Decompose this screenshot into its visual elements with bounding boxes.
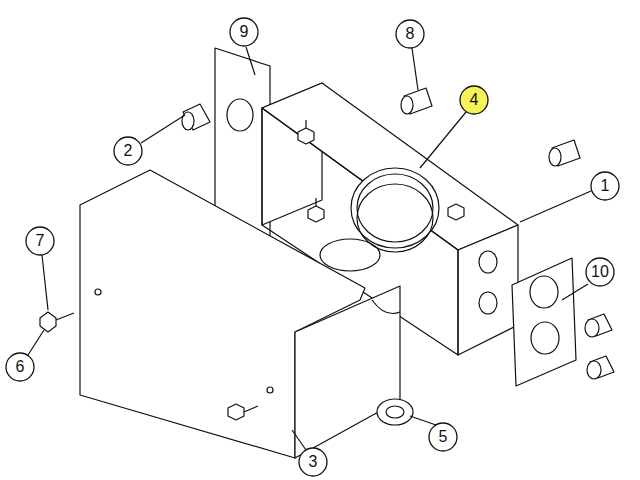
button-face: [587, 361, 601, 379]
leader-line: [141, 115, 185, 143]
leader-line: [562, 284, 588, 300]
callout-number: 7: [26, 231, 54, 251]
callout-number: 6: [6, 357, 34, 377]
gasket-hole: [530, 276, 558, 308]
button-face: [585, 319, 599, 337]
cover-flange: [295, 286, 400, 458]
leader-lines: [28, 47, 591, 450]
plate-hole: [227, 99, 253, 131]
leader-line: [420, 112, 466, 168]
callout-circle: [6, 353, 34, 381]
callout-circle: [26, 227, 54, 255]
callout-circle: [114, 137, 142, 165]
screw-head: [40, 312, 56, 332]
gasket: [512, 258, 576, 386]
box-hole: [479, 251, 497, 273]
leader-line: [520, 191, 591, 222]
callout-circle: [586, 258, 614, 286]
callout-number: 2: [114, 141, 142, 161]
callout-number: 4: [460, 90, 488, 110]
callout-circle: [299, 448, 327, 476]
callout-circles: [6, 18, 619, 476]
screw-shank: [56, 313, 74, 320]
leader-line: [42, 255, 48, 310]
grommet: [377, 399, 413, 425]
callout-circle: [460, 86, 488, 114]
grommet-hole: [386, 406, 404, 418]
leader-line: [292, 430, 306, 450]
callout-number: 5: [429, 427, 457, 447]
leader-line: [410, 416, 436, 425]
callout-number: 1: [591, 176, 619, 196]
screw: [228, 404, 258, 420]
callout-circle: [230, 18, 258, 46]
leader-line: [246, 47, 255, 75]
box-top: [262, 83, 518, 250]
callout-number: 8: [396, 24, 424, 44]
ring: [351, 168, 439, 248]
callout-circle: [429, 423, 457, 451]
cover-notch: [372, 300, 400, 314]
box-hole: [479, 292, 497, 314]
bushing-end: [401, 96, 413, 114]
leader-line: [412, 48, 418, 90]
cover-hole: [267, 387, 273, 393]
ring-inner: [357, 184, 433, 252]
bushing: [183, 104, 210, 130]
cover-hole: [95, 289, 101, 295]
callout-circle: [396, 20, 424, 48]
leader-line: [28, 330, 44, 355]
callout-number: 3: [299, 452, 327, 472]
gasket-hole: [531, 322, 559, 354]
bushing-end: [182, 112, 194, 130]
callout-number: 10: [586, 262, 614, 282]
box-side: [458, 225, 518, 355]
bushing-end: [549, 148, 561, 166]
callout-circle: [591, 172, 619, 200]
callout-number: 9: [230, 22, 258, 42]
